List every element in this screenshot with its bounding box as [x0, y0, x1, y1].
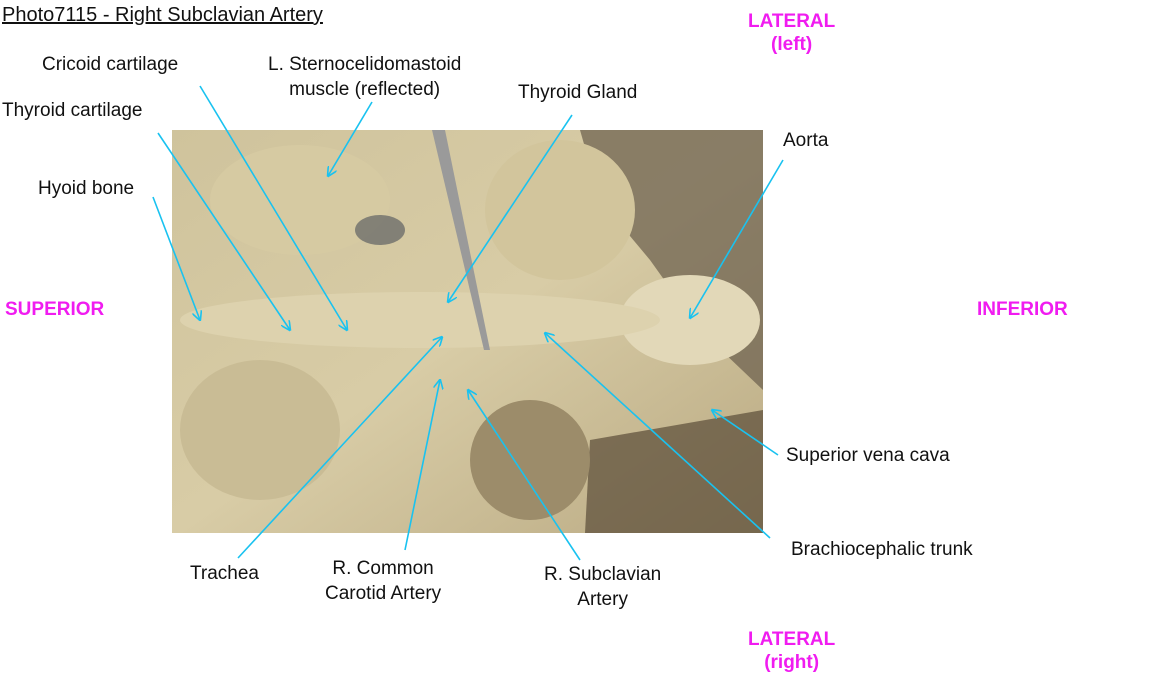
label-line: Artery	[577, 589, 628, 610]
arrow-subclavian	[468, 390, 581, 561]
direction-text: LATERAL	[748, 11, 836, 32]
arrow-svc	[712, 410, 779, 456]
arrow-hyoid	[152, 196, 200, 320]
label-thyroid-cartilage: Thyroid cartilage	[2, 100, 143, 121]
label-sternocleidomastoid: L. Sternocelidomastoid muscle (reflected…	[268, 52, 461, 102]
label-superior-vena-cava: Superior vena cava	[786, 445, 950, 466]
label-brachiocephalic-trunk: Brachiocephalic trunk	[791, 539, 973, 560]
page-title: Photo7115 - Right Subclavian Artery	[2, 4, 323, 26]
label-cricoid-cartilage: Cricoid cartilage	[42, 54, 179, 75]
direction-subtext: (right)	[764, 652, 820, 673]
arrow-common-carotid	[404, 380, 440, 551]
arrow-thyroid-gland	[448, 114, 573, 302]
label-line: muscle (reflected)	[289, 79, 441, 100]
pointer-arrows	[152, 85, 784, 561]
direction-lateral-right: LATERAL (right)	[748, 628, 835, 674]
label-line: R. Common	[332, 558, 434, 579]
label-line: Carotid Artery	[325, 583, 442, 604]
label-aorta: Aorta	[783, 130, 829, 151]
arrow-brachiocephalic	[545, 333, 771, 539]
direction-superior: SUPERIOR	[5, 299, 105, 320]
arrow-thyroid-cartilage	[157, 132, 290, 330]
label-line: R. Subclavian	[544, 564, 662, 585]
label-line: L. Sternocelidomastoid	[268, 54, 462, 75]
label-thyroid-gland: Thyroid Gland	[518, 82, 638, 103]
direction-subtext: (left)	[771, 34, 813, 55]
arrow-trachea	[237, 337, 442, 559]
arrow-sterno	[328, 101, 373, 176]
direction-lateral-left: LATERAL (left)	[748, 10, 835, 56]
direction-text: LATERAL	[748, 629, 836, 650]
label-trachea: Trachea	[190, 563, 259, 584]
label-hyoid-bone: Hyoid bone	[38, 178, 135, 199]
arrow-cricoid	[199, 85, 347, 330]
arrow-aorta	[690, 159, 784, 318]
label-common-carotid-artery: R. Common Carotid Artery	[325, 556, 441, 606]
photo-region	[172, 130, 763, 533]
label-subclavian-artery: R. Subclavian Artery	[544, 562, 661, 612]
direction-inferior: INFERIOR	[977, 299, 1068, 320]
